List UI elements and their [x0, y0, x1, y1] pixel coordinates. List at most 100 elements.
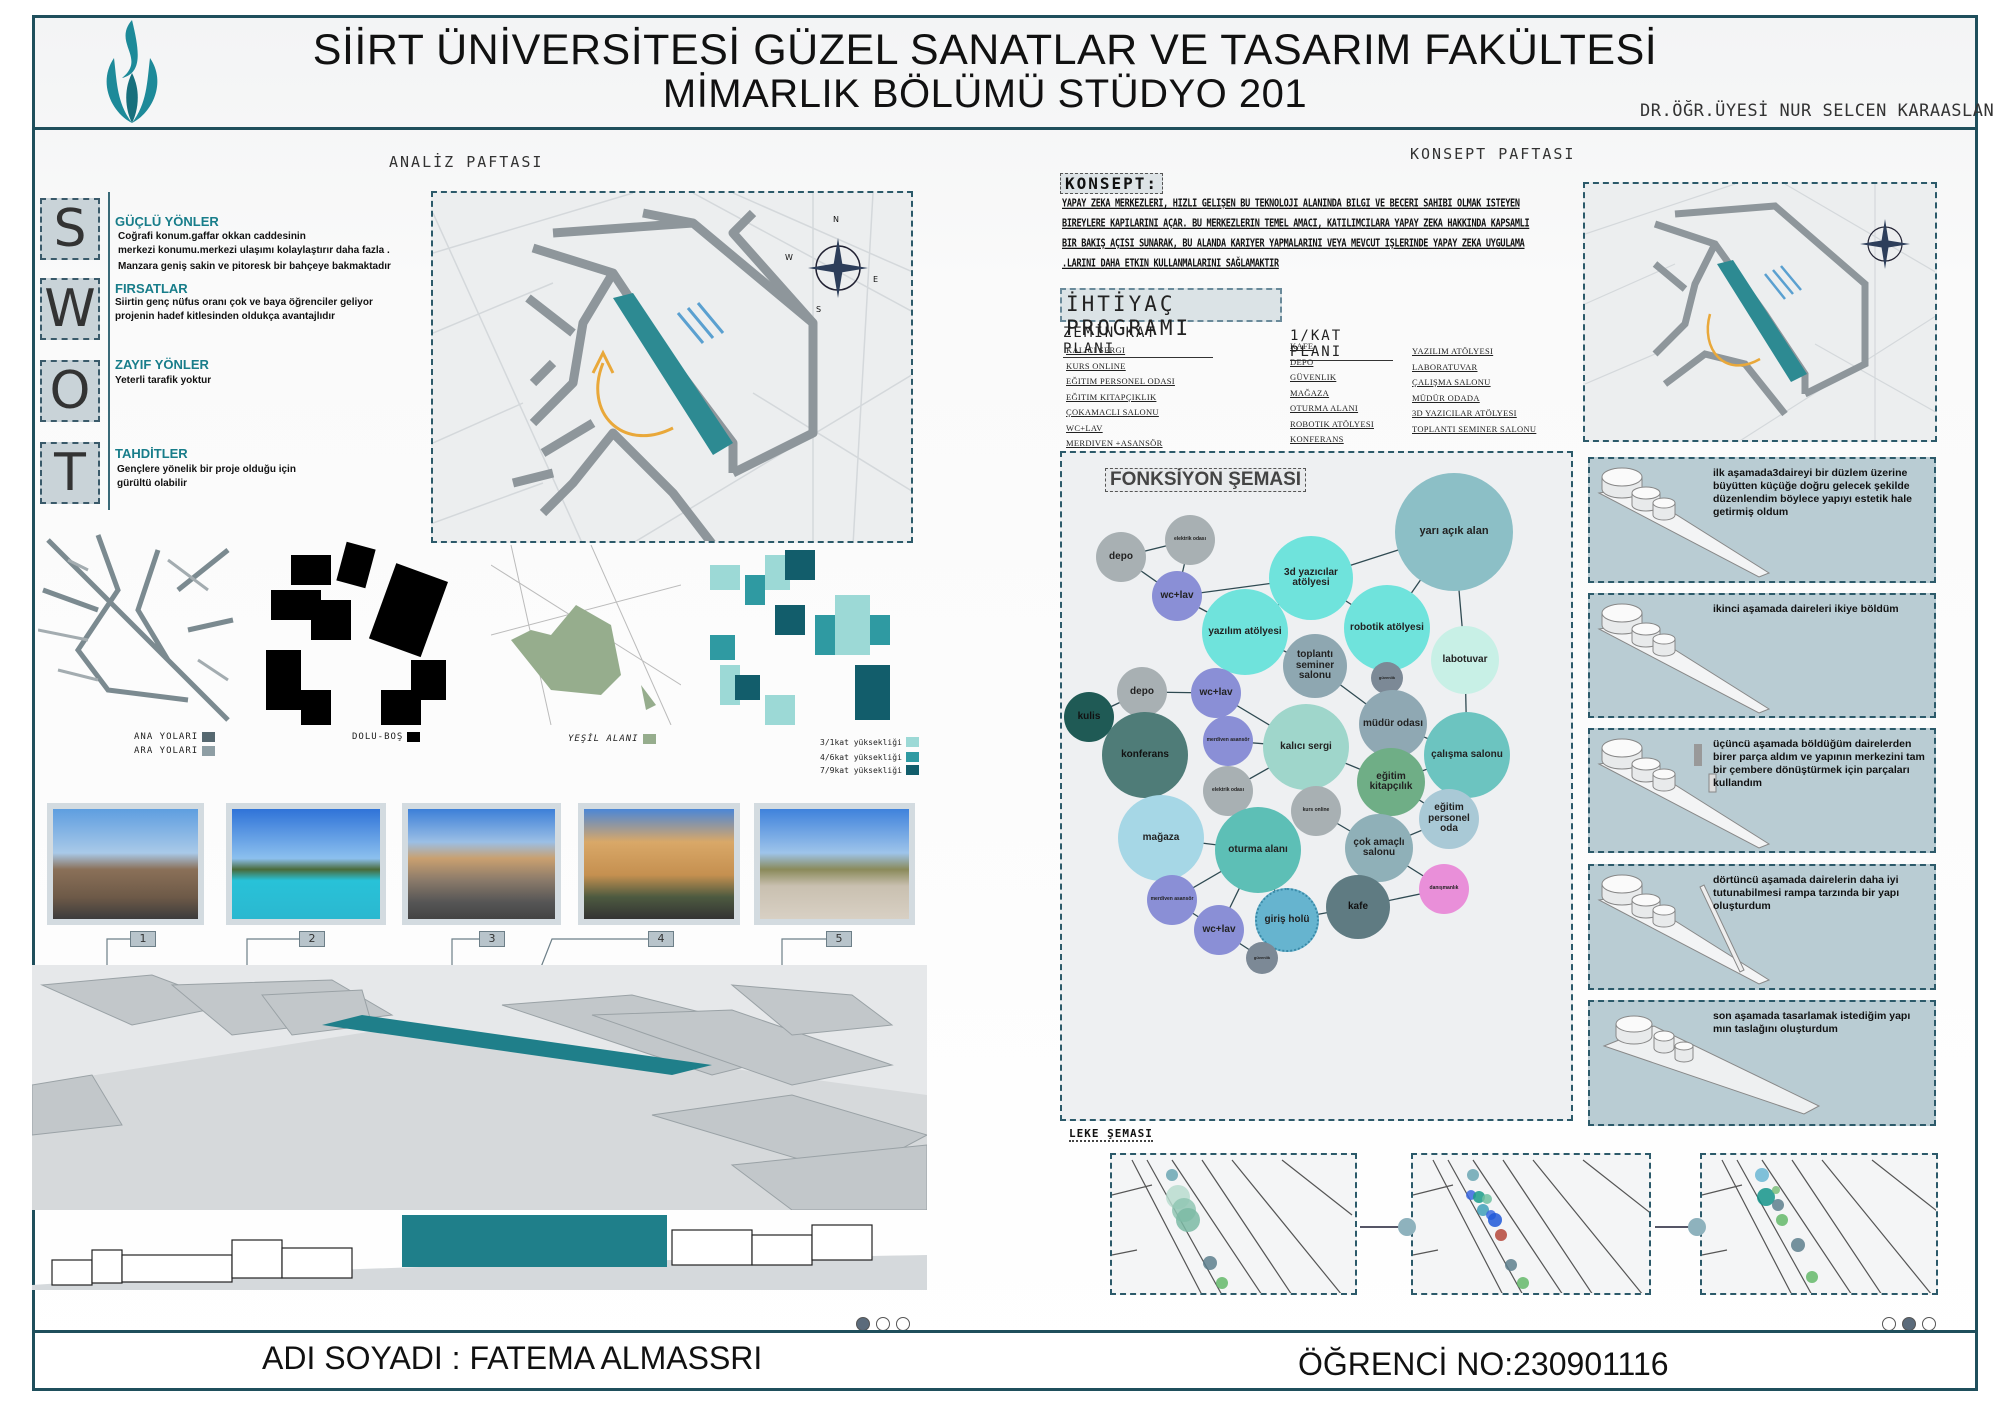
legend-height-1: 3/1kat yüksekliği [820, 737, 919, 747]
function-node: wc+lav [1152, 571, 1202, 621]
leke-blob [1467, 1169, 1479, 1181]
leke-blob [1772, 1186, 1780, 1194]
design-stage-2: ikinci aşamada daireleri ikiye böldüm [1588, 593, 1936, 718]
pager-dot[interactable] [1922, 1317, 1936, 1331]
function-node: wc+lav [1191, 668, 1241, 718]
program-title: İHTİYAÇ PROGRAMI [1060, 288, 1282, 340]
leke-blob [1488, 1213, 1502, 1227]
leke-blob [1517, 1277, 1529, 1289]
compass-s: S [816, 305, 822, 314]
swot-text: Siirtin genç nüfus oranı çok ve baya öğr… [115, 297, 373, 322]
leke-connector-1 [1360, 1218, 1416, 1236]
function-node: eğitim kitapçılık [1357, 748, 1425, 816]
solid-void-map [266, 541, 448, 725]
swot-text: Yeterli tarafik yoktur [115, 375, 212, 386]
photo-number-1: 1 [130, 931, 156, 947]
concept-title: KONSEPT PAFTASI [1410, 145, 1576, 163]
pager-dot[interactable] [856, 1317, 870, 1331]
function-node: toplantı seminer salonu [1283, 634, 1347, 698]
pager-dot[interactable] [896, 1317, 910, 1331]
leke-map-2 [1411, 1153, 1651, 1295]
function-node: robotik atölyesi [1344, 585, 1430, 671]
function-node: güvenlik [1371, 662, 1403, 694]
function-node: depo [1117, 667, 1167, 717]
swot-heading: FIRSATLAR [115, 281, 188, 296]
pager-dot[interactable] [1902, 1317, 1916, 1331]
function-node: çalışma salonu [1424, 712, 1510, 798]
poster-title-line1: SİİRT ÜNİVERSİTESİ GÜZEL SANATLAR VE TAS… [312, 26, 1658, 74]
legend-height-2: 4/6kat yüksekliği [820, 752, 919, 762]
compass-n: N [833, 215, 839, 224]
site-map: N E S W [431, 191, 913, 543]
konsept-label: KONSEPT: [1060, 173, 1164, 194]
site-3d-model [32, 965, 927, 1210]
function-node: giriş holü [1255, 888, 1319, 952]
photo-number-4: 4 [648, 931, 674, 947]
instructor-name: DR.ÖĞR.ÜYESİ NUR SELCEN KARAASLAN [1640, 101, 1995, 121]
leke-diagram-title: LEKE ŞEMASI [1069, 1127, 1153, 1142]
swot-letter-o: O [40, 360, 100, 422]
analysis-pager [856, 1317, 910, 1331]
footer-divider [32, 1330, 1978, 1333]
function-node: kafe [1326, 875, 1390, 939]
function-node: depo [1096, 532, 1146, 582]
site-photo-1 [47, 803, 204, 925]
design-stage-1: ilk aşamada3daireyi bir düzlem üzerine b… [1588, 457, 1936, 583]
leke-blob [1791, 1238, 1805, 1252]
photo-number-5: 5 [826, 931, 852, 947]
pager-dot[interactable] [876, 1317, 890, 1331]
photo-leader-lines [106, 938, 826, 1010]
design-stage-3: üçüncü aşamada böldüğüm dairelerden bire… [1588, 728, 1936, 853]
leke-blob [1505, 1259, 1517, 1271]
function-node: eğitim personel oda [1419, 789, 1479, 849]
swot-letter-s: S [40, 198, 100, 260]
leke-blob [1755, 1168, 1769, 1182]
leke-blob [1166, 1169, 1178, 1181]
legend-solid-void: DOLU-BOŞ [352, 732, 421, 742]
site-photo-5 [754, 803, 915, 925]
konsept-text-line: BIREYLERE KAPILARINI AÇAR. BU MERKEZLERI… [1062, 217, 1530, 231]
function-node: 3d yazıcılar atölyesi [1269, 536, 1353, 620]
building-height-map [710, 550, 890, 725]
analysis-title: ANALİZ PAFTASI [389, 153, 544, 171]
function-node: oturma alanı [1215, 807, 1301, 893]
concept-pager [1882, 1317, 1936, 1331]
function-node: kurs online [1291, 786, 1341, 836]
function-node: wc+lav [1194, 905, 1244, 955]
leke-blob [1203, 1256, 1217, 1270]
legend-height-3: 7/9kat yüksekliği [820, 765, 919, 775]
site-section [32, 1215, 927, 1290]
swot-divider [108, 192, 110, 510]
leke-blob [1216, 1277, 1228, 1289]
swot-heading: ZAYIF YÖNLER [115, 357, 209, 372]
leke-blob [1806, 1271, 1818, 1283]
student-number: ÖĞRENCİ NO:230901116 [1298, 1346, 1669, 1382]
leke-connector-2 [1655, 1218, 1706, 1236]
leke-blob [1776, 1214, 1788, 1226]
function-node: elektrik odası [1165, 515, 1215, 565]
leke-blob [1757, 1188, 1775, 1206]
leke-blob [1772, 1199, 1784, 1211]
compass-e: E [873, 275, 879, 284]
leke-blob [1176, 1208, 1200, 1232]
function-node: yarı açık alan [1395, 473, 1513, 591]
ground-floor-title: ZEMİN KAT PLANI [1063, 325, 1213, 358]
poster-title-line2: MİMARLIK BÖLÜMÜ STÜDYO 201 [662, 72, 1308, 116]
leke-blob [1495, 1229, 1507, 1241]
legend-green-area: YEŞİL ALANI [568, 734, 656, 744]
konsept-text-line: YAPAY ZEKA MERKEZLERI, HIZLI GELIŞEN BU … [1062, 197, 1520, 211]
compass-w: W [785, 253, 793, 262]
swot-heading: GÜÇLÜ YÖNLER [115, 214, 219, 229]
design-stage-4: dörtüncü aşamada dairelerin daha iyi tut… [1588, 864, 1936, 990]
pager-dot[interactable] [1882, 1317, 1896, 1331]
leke-map-1 [1110, 1153, 1357, 1295]
roads-map [38, 534, 234, 722]
swot-heading: TAHDİTLER [115, 446, 188, 461]
photo-number-2: 2 [299, 931, 325, 947]
function-node: labotuvar [1431, 626, 1499, 694]
function-node: merdiven asansör [1203, 716, 1253, 766]
